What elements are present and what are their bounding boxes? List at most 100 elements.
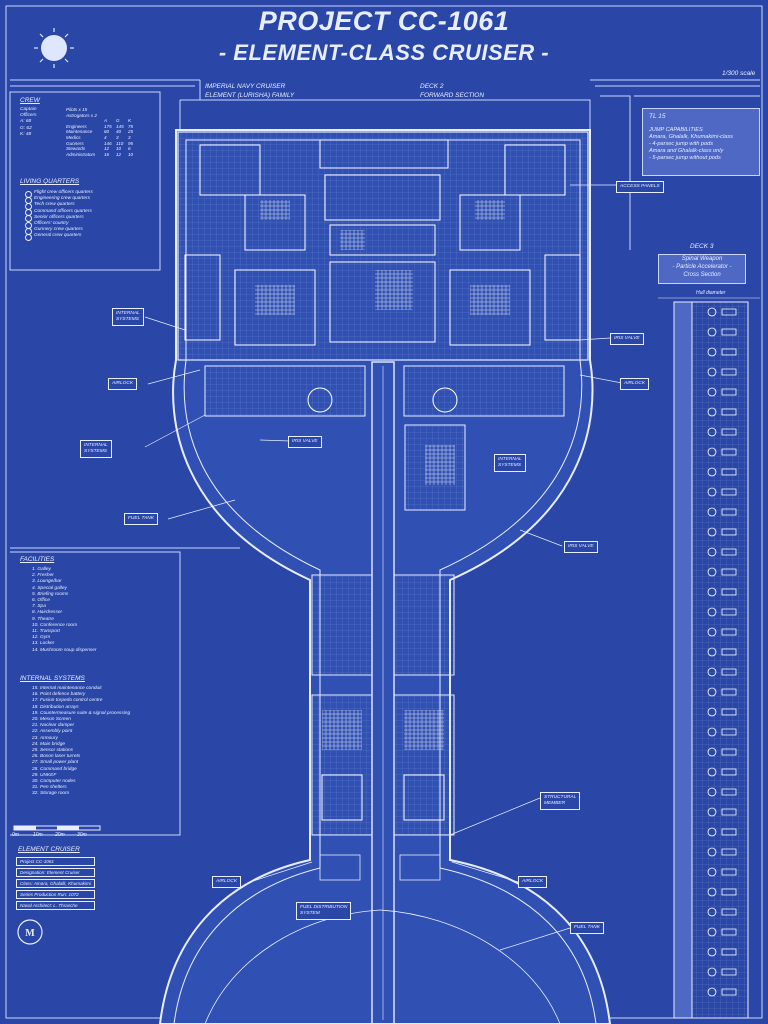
- weapon-pod-icon: [707, 487, 717, 497]
- facility-item: 13. Locker: [32, 641, 55, 647]
- header-left-2: ELEMENT (LURISHA) FAMILY: [205, 92, 295, 99]
- facility-item: 1. Galley: [32, 567, 51, 572]
- deck3-dim-label: Hull diameter: [696, 290, 726, 296]
- crew-cell: 16: [104, 151, 110, 157]
- header-right-1: DECK 2: [420, 83, 444, 90]
- facility-item: 2. Fresher: [32, 573, 54, 579]
- weapon-pod-housing: [721, 748, 737, 756]
- callout-iris-valve-right-mid: IRIS VALVE: [564, 541, 598, 553]
- lower-hull-bays: [204, 365, 565, 511]
- weapon-pod-housing: [721, 808, 737, 816]
- callout-airlock-right-bottom: AIRLOCK: [518, 876, 548, 888]
- weapon-pod-icon: [707, 667, 717, 677]
- crew-cell: 40: [116, 129, 122, 135]
- internal-system-item: 24. Main bridge: [32, 741, 66, 747]
- deck3-cross-section: [658, 297, 760, 1019]
- crew-heading: CREW: [20, 97, 40, 104]
- callout-iris-valve-mid: IRIS VALVE: [288, 436, 322, 448]
- weapon-pod-housing: [721, 708, 737, 716]
- internal-system-item: 20. Meson Screen: [32, 717, 71, 723]
- weapon-pod-icon: [707, 387, 717, 397]
- weapon-pod-housing: [721, 788, 737, 796]
- header-left-1: IMPERIAL NAVY CRUISER: [205, 83, 286, 90]
- tl-line: Amara, Ghalalk, Khumakimi-class: [649, 134, 733, 140]
- facility-item: 14. Mushroom soup dispenser: [32, 647, 97, 653]
- svg-text:M: M: [25, 928, 35, 939]
- weapon-pod-icon: [707, 467, 717, 477]
- deck3-heading: DECK 3: [690, 243, 714, 250]
- crew-cell: Administrators: [66, 151, 96, 157]
- crew-cell: 110: [116, 140, 124, 146]
- facility-item: 7. Spa: [32, 604, 46, 610]
- weapon-pod-icon: [707, 727, 717, 737]
- internal-system-item: 29. UNKEF: [32, 772, 57, 778]
- crew-cell: 146: [104, 140, 112, 146]
- internal-system-item: 26. Boson laser turrets: [32, 754, 81, 760]
- weapon-pod-housing: [721, 668, 737, 676]
- weapon-pod-housing: [721, 468, 737, 476]
- weapon-pod-icon: [707, 307, 717, 317]
- weapon-pod-housing: [721, 408, 737, 416]
- internal-system-item: 23. Armoury: [32, 735, 58, 741]
- weapon-pod-icon: [707, 347, 717, 357]
- weapon-pod-housing: [721, 828, 737, 836]
- tl-line: - 5-parsec jump without pods: [649, 155, 721, 161]
- internal-system-item: 18. Distribution arrays: [32, 704, 79, 710]
- weapon-pod-housing: [721, 888, 737, 896]
- internal-system-item: 16. Point defence battery: [32, 692, 86, 698]
- weapon-pod-housing: [721, 648, 737, 656]
- weapon-pod-icon: [707, 787, 717, 797]
- weapon-pod-icon: [707, 927, 717, 937]
- crew-cell: 4: [104, 134, 107, 140]
- callout-fuel-distribution: FUEL DISTRIBUTION SYSTEM: [296, 902, 352, 920]
- callout-iris-valve-right-top: IRIS VALVE: [610, 333, 644, 345]
- weapon-pod-housing: [721, 488, 737, 496]
- header-right-2: FORWARD SECTION: [420, 92, 485, 99]
- internal-system-item: 15. Internal maintenance conduit: [32, 686, 102, 691]
- facility-item: 11. Transport: [32, 629, 60, 635]
- callout-airlock-left-bottom: AIRLOCK: [212, 876, 242, 888]
- crew-cell: 6: [128, 146, 131, 152]
- weapon-pod-icon: [707, 887, 717, 897]
- weapon-pod-housing: [721, 548, 737, 556]
- crew-header-2: Astrogators x 2: [66, 112, 97, 118]
- title-block-heading: ELEMENT CRUISER: [18, 846, 80, 853]
- crew-line: K: 48: [20, 131, 32, 137]
- weapon-pod-icon: [707, 427, 717, 437]
- crew-cell: Gunners: [66, 140, 84, 146]
- weapon-pod-icon: [707, 687, 717, 697]
- weapon-pod-housing: [721, 968, 737, 976]
- internal-system-item: 31. Pen shelters: [32, 785, 67, 791]
- crew-cell: Medics: [66, 134, 81, 140]
- facility-item: 6. Office: [32, 598, 50, 604]
- weapon-pod-housing: [721, 608, 737, 616]
- weapon-pod-housing: [721, 988, 737, 996]
- callout-fuel-tank-right: FUEL TANK: [570, 922, 604, 934]
- title-block-row: Class: Amara, Ghalalk, Khumakimi: [16, 879, 95, 888]
- lower-saucer-ribs: [204, 854, 561, 1024]
- internal-system-item: 25. Sensor stations: [32, 748, 74, 754]
- deck3-line: Spinal Weapon: [681, 256, 723, 262]
- weapon-pod-icon: [707, 587, 717, 597]
- weapon-pod-icon: [707, 847, 717, 857]
- weapon-pod-icon: [707, 707, 717, 717]
- living-quarters-heading: LIVING QUARTERS: [20, 178, 80, 185]
- weapon-pod-housing: [721, 508, 737, 516]
- scale-bar: [13, 825, 101, 831]
- crew-line: Officers: [20, 113, 37, 119]
- weapon-pod-icon: [707, 507, 717, 517]
- weapon-pod-icon: [707, 567, 717, 577]
- crew-cell: 12: [116, 151, 122, 157]
- facility-item: 4. Special galley: [32, 585, 67, 591]
- crew-cell: Engineers: [66, 123, 87, 129]
